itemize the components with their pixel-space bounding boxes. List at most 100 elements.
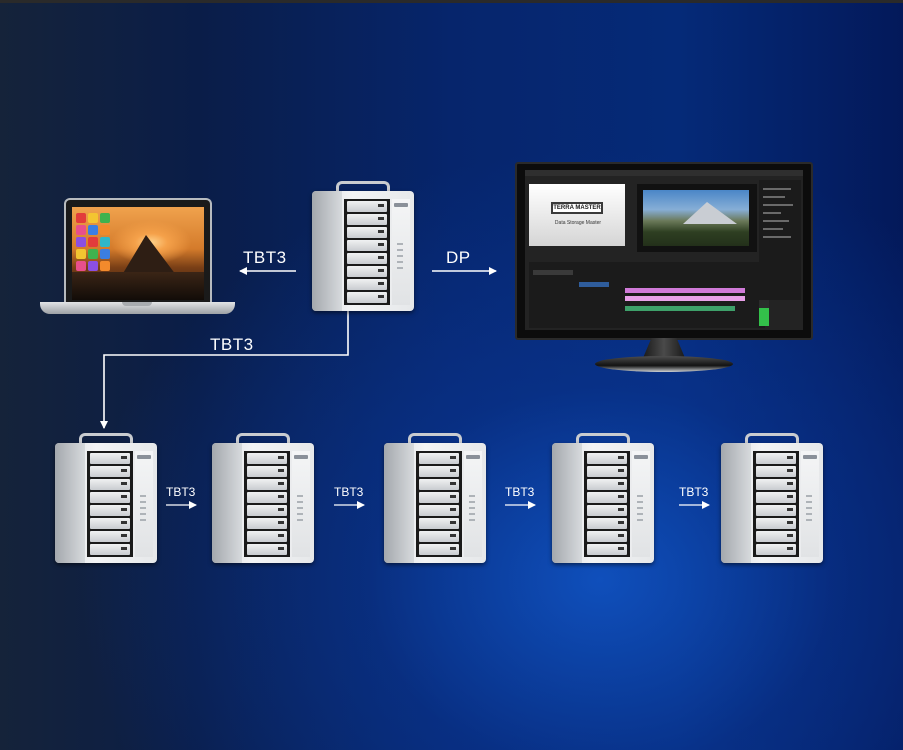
app-icon <box>76 225 86 235</box>
drive-bay <box>587 492 627 503</box>
unit-status-leds <box>297 495 303 523</box>
app-icon <box>76 261 86 271</box>
app-icon <box>100 249 110 259</box>
drive-bay <box>247 531 287 542</box>
chain-link-label-4: TBT3 <box>679 485 709 499</box>
app-icon <box>100 261 110 271</box>
drive-bay <box>347 201 387 212</box>
app-icon <box>100 225 110 235</box>
drive-bay <box>587 544 627 555</box>
drive-bay <box>756 531 796 542</box>
drive-bay <box>90 466 130 477</box>
unit-side-panel <box>384 443 414 563</box>
timeline-audio-clip <box>625 306 735 311</box>
drive-bay <box>419 453 459 464</box>
editor-source-preview: TERRA MASTER Data Storage Master <box>529 184 625 246</box>
drive-bay <box>419 479 459 490</box>
preview-mountain-peak <box>683 202 737 224</box>
drive-bay <box>756 466 796 477</box>
laptop-wallpaper-mountain <box>122 235 176 275</box>
unit-handle <box>745 433 799 447</box>
drive-bay <box>90 505 130 516</box>
drive-bay <box>90 531 130 542</box>
panel-row <box>763 228 783 230</box>
drive-bay <box>756 453 796 464</box>
unit-logo <box>466 455 480 459</box>
drive-bay <box>247 505 287 516</box>
monitor-link-label: DP <box>446 248 471 267</box>
drive-bay <box>347 292 387 303</box>
storage-unit-chain-4 <box>552 433 654 563</box>
unit-drive-bays <box>87 451 133 557</box>
chain-link-label-3: TBT3 <box>505 485 535 499</box>
unit-handle <box>79 433 133 447</box>
unit-side-panel <box>212 443 242 563</box>
laptop-wallpaper-city <box>72 272 204 300</box>
laptop-notch <box>122 302 152 306</box>
drive-bay <box>587 466 627 477</box>
storage-unit-chain-1 <box>55 433 157 563</box>
monitor-screen: TERRA MASTER Data Storage Master <box>525 170 803 330</box>
app-icon <box>76 213 86 223</box>
drive-bay <box>419 505 459 516</box>
app-icon <box>88 225 98 235</box>
drive-bay <box>90 492 130 503</box>
drive-bay <box>419 466 459 477</box>
unit-status-leds <box>140 495 146 523</box>
drive-bay <box>587 518 627 529</box>
storage-unit-chain-2 <box>212 433 314 563</box>
drive-bay <box>419 544 459 555</box>
editor-menubar <box>525 170 803 176</box>
unit-drive-bays <box>753 451 799 557</box>
drive-bay <box>419 518 459 529</box>
laptop-screen <box>72 207 204 300</box>
unit-logo <box>294 455 308 459</box>
unit-drive-bays <box>244 451 290 557</box>
unit-drive-bays <box>584 451 630 557</box>
unit-handle <box>236 433 290 447</box>
unit-handle <box>336 181 390 195</box>
unit-drive-bays <box>416 451 462 557</box>
drive-bay <box>90 453 130 464</box>
laptop <box>40 198 235 320</box>
timeline-video-clip <box>625 296 745 301</box>
top-border <box>0 0 903 3</box>
drive-bay <box>90 479 130 490</box>
drive-bay <box>347 240 387 251</box>
drive-bay <box>347 279 387 290</box>
timeline-bin <box>533 270 573 275</box>
app-icon <box>88 261 98 271</box>
storage-unit-chain-5 <box>721 433 823 563</box>
timeline-tools <box>579 282 609 287</box>
drive-bay <box>347 227 387 238</box>
drive-bay <box>419 492 459 503</box>
drive-bay <box>756 479 796 490</box>
panel-row <box>763 212 781 214</box>
preview-landscape <box>643 190 749 246</box>
monitor-stand-base <box>595 356 733 372</box>
unit-side-panel <box>55 443 85 563</box>
drive-bay <box>419 531 459 542</box>
drive-bay <box>347 266 387 277</box>
unit-handle <box>576 433 630 447</box>
laptop-lid <box>64 198 212 304</box>
brand-tagline: Data Storage Master <box>554 220 602 226</box>
panel-row <box>763 196 785 198</box>
app-icon <box>76 249 86 259</box>
storage-unit-chain-3 <box>384 433 486 563</box>
unit-logo <box>634 455 648 459</box>
panel-row <box>763 236 791 238</box>
panel-row <box>763 204 793 206</box>
unit-side-panel <box>312 191 342 311</box>
unit-side-panel <box>721 443 751 563</box>
panel-row <box>763 220 789 222</box>
editor-program-preview <box>637 184 757 252</box>
unit-logo <box>803 455 817 459</box>
laptop-link-label: TBT3 <box>243 248 287 267</box>
unit-handle <box>408 433 462 447</box>
app-icon <box>88 249 98 259</box>
unit-side-panel <box>552 443 582 563</box>
drive-bay <box>247 518 287 529</box>
audio-meter <box>759 300 769 326</box>
